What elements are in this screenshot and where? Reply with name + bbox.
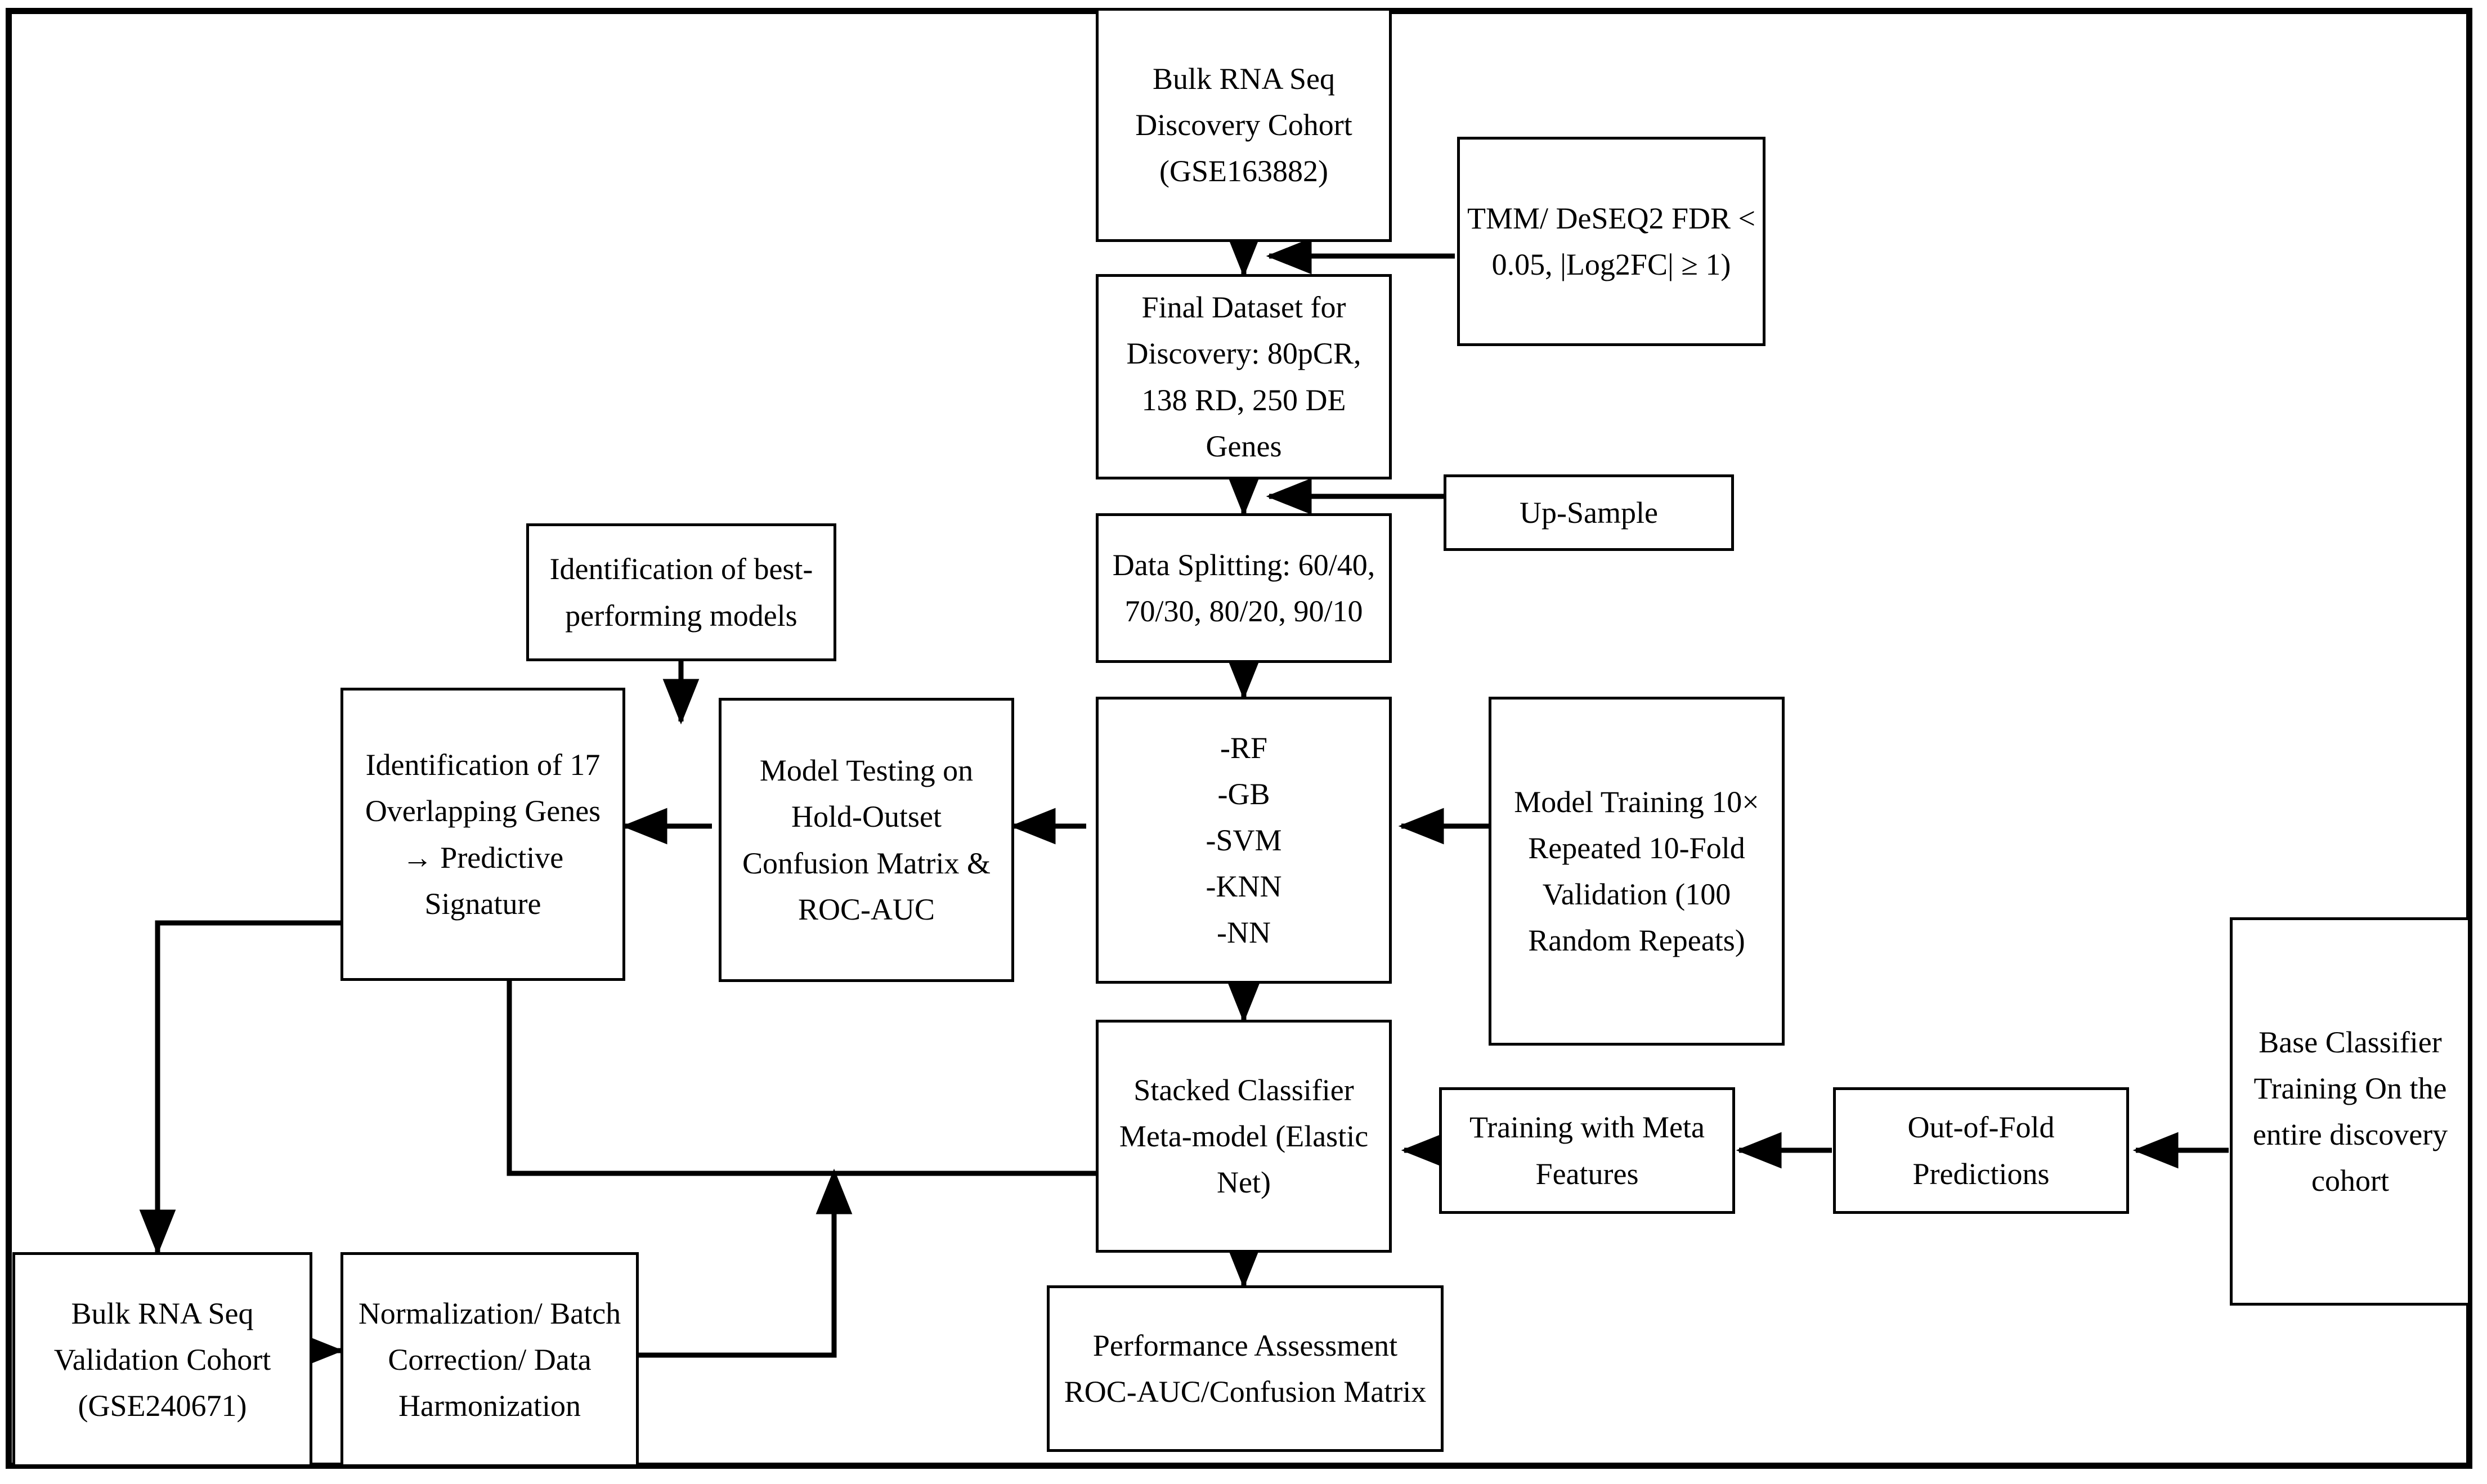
out-of-fold-label: Out-of-Fold Predictions [1907, 1110, 2055, 1191]
final-dataset-label: Final Dataset for Discovery: 80pCR, 138 … [1126, 290, 1361, 463]
tmm-deseq2-label: TMM/ DeSEQ2 FDR < 0.05, |Log2FC| ≥ 1) [1467, 201, 1755, 281]
overlapping-genes-label: Identification of 17 Overlapping Genes →… [365, 748, 601, 921]
model-training-label: Model Training 10× Repeated 10-Fold Vali… [1514, 784, 1759, 958]
training-meta-features-label: Training with Meta Features [1469, 1110, 1705, 1191]
stacked-classifier-label: Stacked Classifier Meta-model (Elastic N… [1119, 1073, 1369, 1200]
node-model-testing[interactable]: Model Testing on Hold-Outset Confusion M… [719, 698, 1014, 982]
node-tmm-deseq2[interactable]: TMM/ DeSEQ2 FDR < 0.05, |Log2FC| ≥ 1) [1457, 137, 1765, 346]
node-training-meta-features[interactable]: Training with Meta Features [1439, 1087, 1735, 1214]
node-final-dataset[interactable]: Final Dataset for Discovery: 80pCR, 138 … [1096, 274, 1392, 479]
node-stacked-classifier[interactable]: Stacked Classifier Meta-model (Elastic N… [1096, 1020, 1392, 1253]
node-validation-cohort[interactable]: Bulk RNA Seq Validation Cohort (GSE24067… [12, 1252, 312, 1467]
performance-assessment-label: Performance Assessment ROC-AUC/Confusion… [1064, 1328, 1427, 1409]
up-sample-label: Up-Sample [1520, 495, 1658, 530]
validation-cohort-label: Bulk RNA Seq Validation Cohort (GSE24067… [53, 1296, 271, 1423]
normalization-label: Normalization/ Batch Correction/ Data Ha… [358, 1296, 621, 1423]
best-models-label: Identification of best-performing models [549, 552, 813, 633]
model-testing-label: Model Testing on Hold-Outset Confusion M… [742, 754, 991, 926]
base-classifier-training-label: Base Classifier Training On the entire d… [2252, 1025, 2448, 1198]
node-best-models[interactable]: Identification of best-performing models [526, 523, 836, 661]
node-overlapping-genes[interactable]: Identification of 17 Overlapping Genes →… [340, 688, 625, 981]
node-model-training[interactable]: Model Training 10× Repeated 10-Fold Vali… [1489, 697, 1785, 1046]
model-list-label: -RF -GB -SVM -KNN -NN [1206, 730, 1282, 950]
node-discovery-cohort[interactable]: Bulk RNA Seq Discovery Cohort (GSE163882… [1096, 8, 1392, 242]
data-splitting-label: Data Splitting: 60/40, 70/30, 80/20, 90/… [1112, 548, 1375, 628]
node-base-classifier-training[interactable]: Base Classifier Training On the entire d… [2230, 917, 2471, 1306]
discovery-cohort-label: Bulk RNA Seq Discovery Cohort (GSE163882… [1135, 61, 1352, 189]
node-out-of-fold[interactable]: Out-of-Fold Predictions [1833, 1087, 2129, 1214]
node-normalization[interactable]: Normalization/ Batch Correction/ Data Ha… [340, 1252, 639, 1467]
node-model-list[interactable]: -RF -GB -SVM -KNN -NN [1096, 697, 1392, 984]
node-up-sample[interactable]: Up-Sample [1444, 474, 1734, 551]
node-performance-assessment[interactable]: Performance Assessment ROC-AUC/Confusion… [1047, 1285, 1444, 1452]
node-data-splitting[interactable]: Data Splitting: 60/40, 70/30, 80/20, 90/… [1096, 513, 1392, 663]
